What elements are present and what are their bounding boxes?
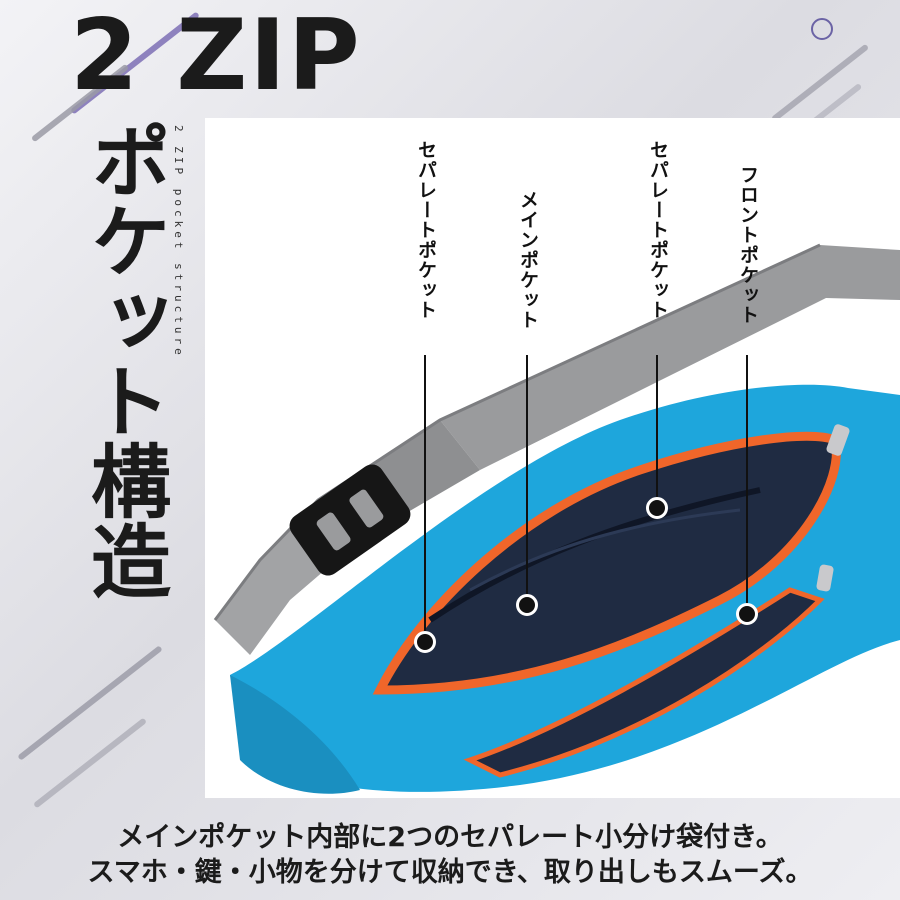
callout-dot	[414, 631, 436, 653]
strap	[440, 245, 900, 470]
separate-pocket-seam	[469, 508, 741, 592]
front-pocket	[463, 587, 825, 778]
callout-label-separate-pocket-right: セパレートポケット	[647, 140, 669, 320]
callout-line	[656, 355, 658, 510]
callout-line	[424, 355, 426, 640]
caption-line-1: メインポケット内部に2つのセパレート小分け袋付き。	[117, 822, 783, 853]
callout-label-main-pocket: メインポケット	[517, 190, 539, 330]
callout-dot	[736, 603, 758, 625]
bag-shade	[230, 675, 360, 794]
zipper-pull	[826, 424, 850, 456]
callout-dot	[516, 594, 538, 616]
buckle	[289, 464, 411, 576]
callout-label-separate-pocket-left: セパレートポケット	[415, 140, 437, 320]
caption-line-2: スマホ・鍵・小物を分けて収納でき、取り出しもスムーズ。	[87, 857, 813, 888]
callout-line	[746, 355, 748, 615]
vertical-subtitle: 2 ZIP pocket structure	[172, 125, 185, 359]
zipper-pull	[816, 564, 834, 592]
decorative-ring	[811, 18, 833, 40]
vertical-title: ポケット構造	[78, 120, 171, 600]
callout-label-front-pocket: フロントポケット	[737, 165, 759, 325]
callout-dot	[646, 497, 668, 519]
headline: 2 ZIP	[70, 0, 362, 113]
callout-line	[526, 355, 528, 605]
